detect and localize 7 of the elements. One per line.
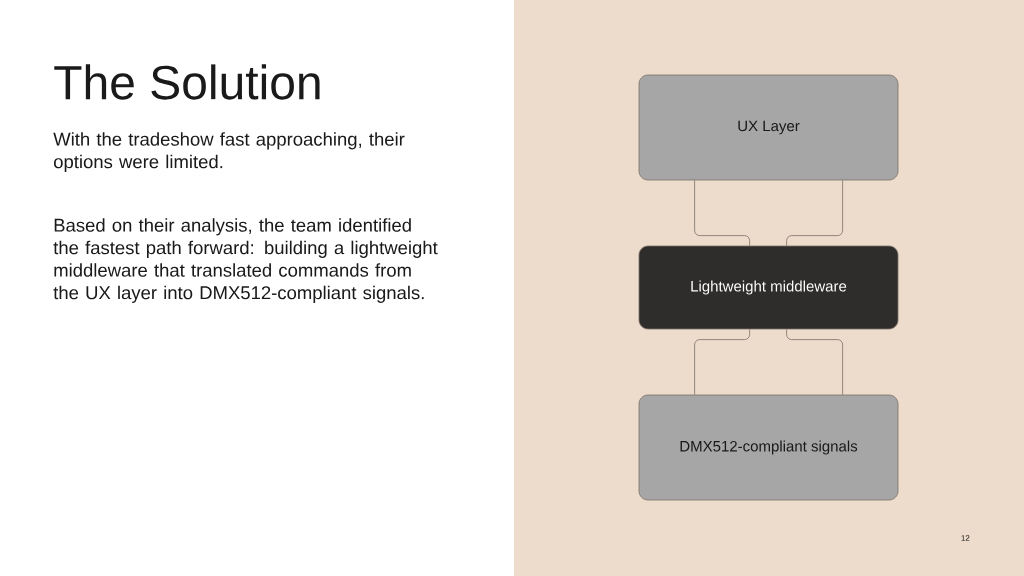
paragraph: Based on their analysis, the team identified the fastest path forward: building a lightweight middleware that translated commands from the UX layer into DMX512-compliant signals. — [53, 218, 438, 303]
page-number: 12 — [961, 535, 970, 541]
paragraph: With the tradeshow fast approaching, their options were limited. — [53, 132, 405, 172]
process-box: UX Layer — [638, 74, 899, 181]
process-box: DMX512-compliant signals — [638, 394, 899, 501]
title: The Solution — [54, 64, 320, 100]
process-box: Lightweight middleware — [638, 245, 899, 330]
